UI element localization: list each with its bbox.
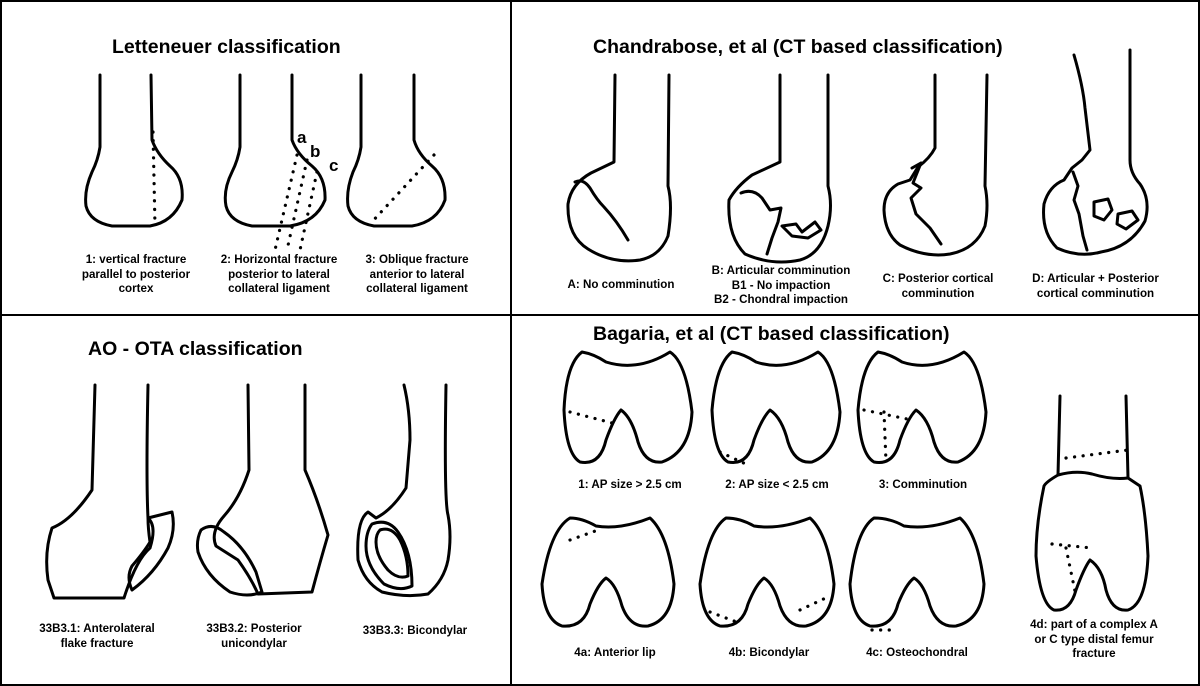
bagaria-bone-4d (1034, 394, 1150, 612)
ao-ota-caption-3: 33B3.3: Bicondylar (362, 624, 468, 637)
chandrabose-bone-c (882, 73, 989, 257)
bagaria-condyle-4a (540, 516, 676, 628)
letteneuer-fracture-line-3 (368, 153, 436, 226)
ao-ota-bone-2 (195, 383, 330, 597)
chandrabose-caption-a: A: No comminution (567, 278, 675, 291)
bagaria-caption-2: 2: AP size < 2.5 cm (725, 478, 829, 491)
letteneuer-title: Letteneuer classification (112, 36, 341, 58)
ao-ota-caption-2: 33B3.2: Posterior unicondylar (206, 622, 302, 650)
fragment-letter-a: a (297, 128, 307, 147)
letteneuer-bone-2 (223, 73, 327, 252)
ao-ota-bone-1 (45, 383, 175, 600)
bagaria-title: Bagaria, et al (CT based classification) (593, 323, 950, 345)
letteneuer-caption-3: 3: Oblique fracture anterior to lateral … (365, 253, 469, 295)
letteneuer-caption-2: 2: Horizontal fracture posterior to late… (220, 253, 338, 295)
ao-ota-bone-3 (356, 383, 452, 598)
chandrabose-caption-b: B: Articular comminution B1 - No impacti… (711, 264, 851, 306)
bagaria-condyle-3 (856, 350, 988, 465)
chandrabose-title: Chandrabose, et al (CT based classificat… (593, 36, 1003, 58)
ao-ota-caption-1: 33B3.1: Anterolateral flake fracture (39, 622, 155, 650)
fragment-letter-b: b (310, 142, 321, 161)
bagaria-caption-3: 3: Comminution (878, 478, 968, 491)
letteneuer-fracture-line-1 (151, 130, 157, 228)
ao-ota-title: AO - OTA classification (88, 338, 303, 360)
letteneuer-fracture-line-2a (273, 153, 299, 252)
fragment-letter-c: c (329, 156, 339, 175)
letteneuer-fracture-line-2c (298, 170, 319, 252)
chandrabose-caption-d: D: Articular + Posterior cortical commin… (1032, 272, 1159, 300)
letteneuer-bone-1 (84, 73, 184, 228)
letteneuer-caption-1: 1: vertical fracture parallel to posteri… (81, 253, 191, 295)
chandrabose-bone-a (566, 73, 672, 263)
chandrabose-bone-d (1042, 48, 1149, 256)
bagaria-condyle-4b (698, 516, 836, 628)
bagaria-condyle-1 (562, 350, 694, 465)
letteneuer-fracture-line-2b (285, 158, 309, 252)
letteneuer-bone-3 (346, 73, 447, 228)
bagaria-caption-4a: 4a: Anterior lip (574, 646, 656, 659)
bagaria-caption-4d: 4d: part of a complex A or C type distal… (1030, 618, 1158, 660)
panel-bagaria (510, 314, 1200, 686)
chandrabose-bone-b (727, 73, 832, 264)
bagaria-condyle-4c (848, 516, 986, 632)
bagaria-caption-1: 1: AP size > 2.5 cm (578, 478, 682, 491)
bagaria-condyle-2 (710, 350, 842, 468)
bagaria-caption-4c: 4c: Osteochondral (866, 646, 968, 659)
chandrabose-caption-c: C: Posterior cortical comminution (882, 272, 994, 300)
bagaria-caption-4b: 4b: Bicondylar (728, 646, 810, 659)
